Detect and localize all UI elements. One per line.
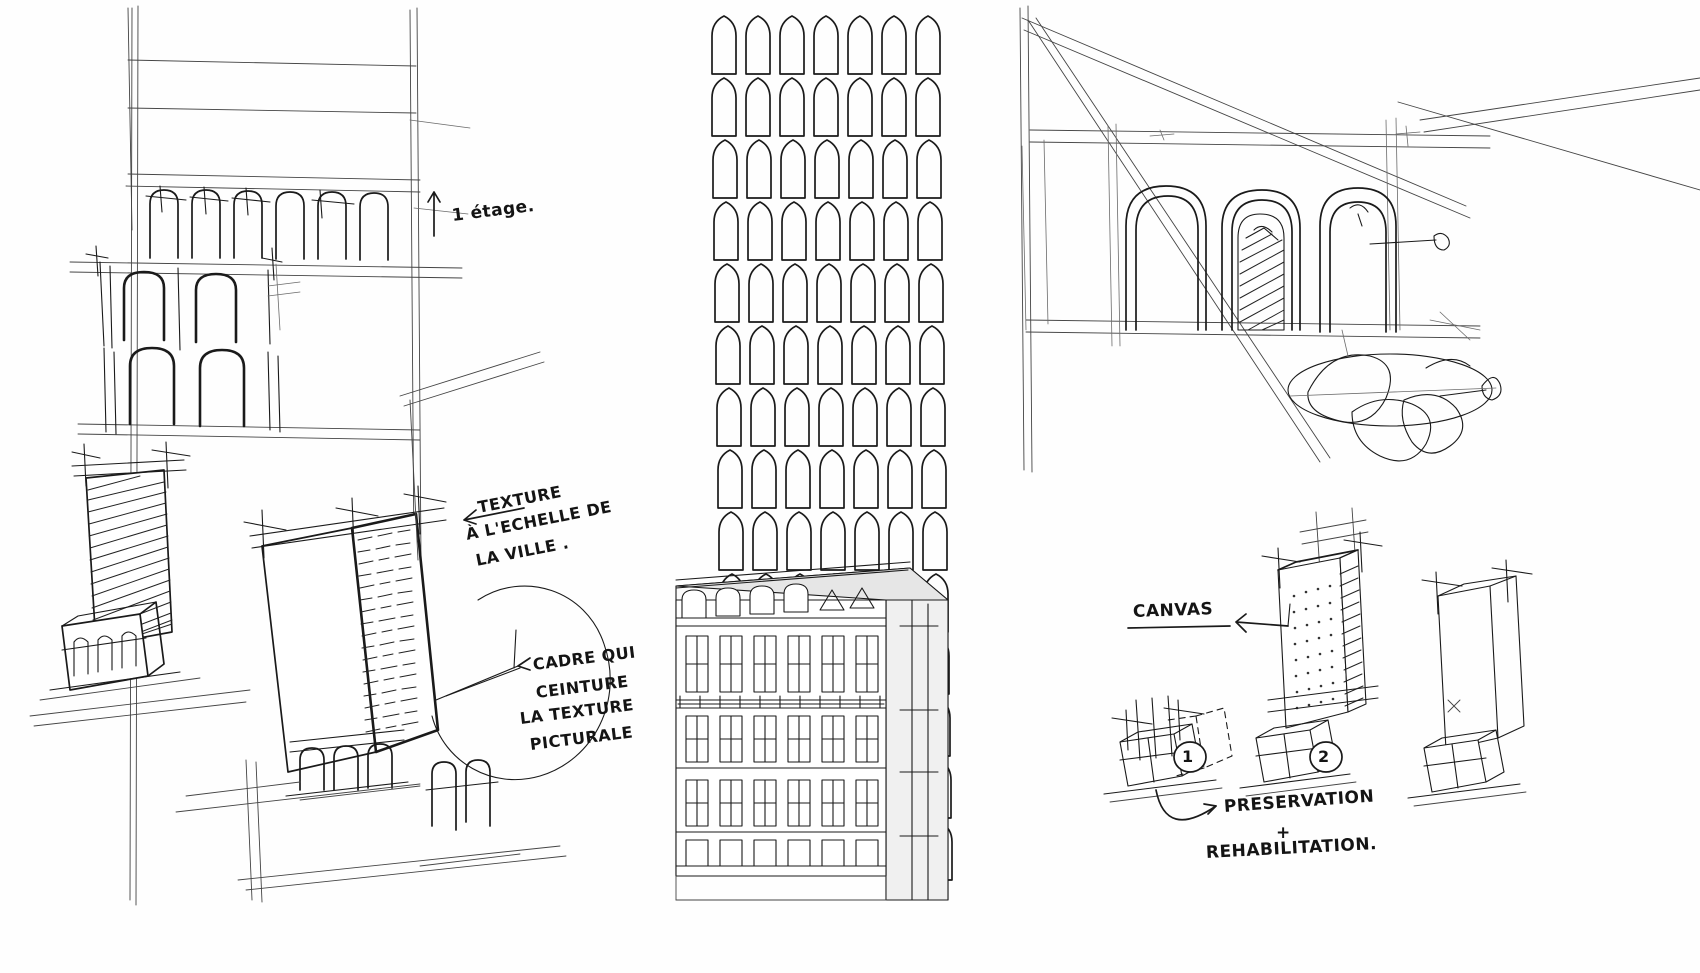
textured-pier [243,485,447,773]
step-markers [1173,741,1343,773]
ground-lines [29,7,567,903]
step-number-one: 1 [1182,747,1194,766]
canvas-leader [1127,603,1291,633]
axon-facade [675,561,949,901]
foreground-posts [419,759,521,867]
base-block-step1 [1103,695,1233,803]
pictorial-frame-circle [431,585,611,781]
furniture-scribbles [1287,232,1502,462]
vault-construction [1019,5,1700,473]
annotation-canvas: CANVAS [1132,599,1214,622]
vault-arches [1125,185,1397,333]
canvas-dots [1292,584,1335,710]
left-construction-lines [69,5,471,906]
annotation-leaders [427,191,531,701]
texture-marks [357,529,419,733]
window-rows [685,635,879,867]
upper-arcade [145,185,389,261]
wireframe-tower [1407,559,1533,807]
bottom-leader [1155,789,1217,821]
lower-arcade [285,729,421,801]
second-level-arcade [85,245,283,351]
canvas-hatch [1339,565,1364,707]
canvas-tower-diagram [1261,507,1383,729]
third-level-arcade [103,346,281,435]
step-number-two: 2 [1318,747,1330,766]
base-block-left [39,601,201,701]
dormer-row [675,561,911,619]
annotation-plus: + [1276,823,1291,843]
base-block-step2 [1239,719,1357,797]
